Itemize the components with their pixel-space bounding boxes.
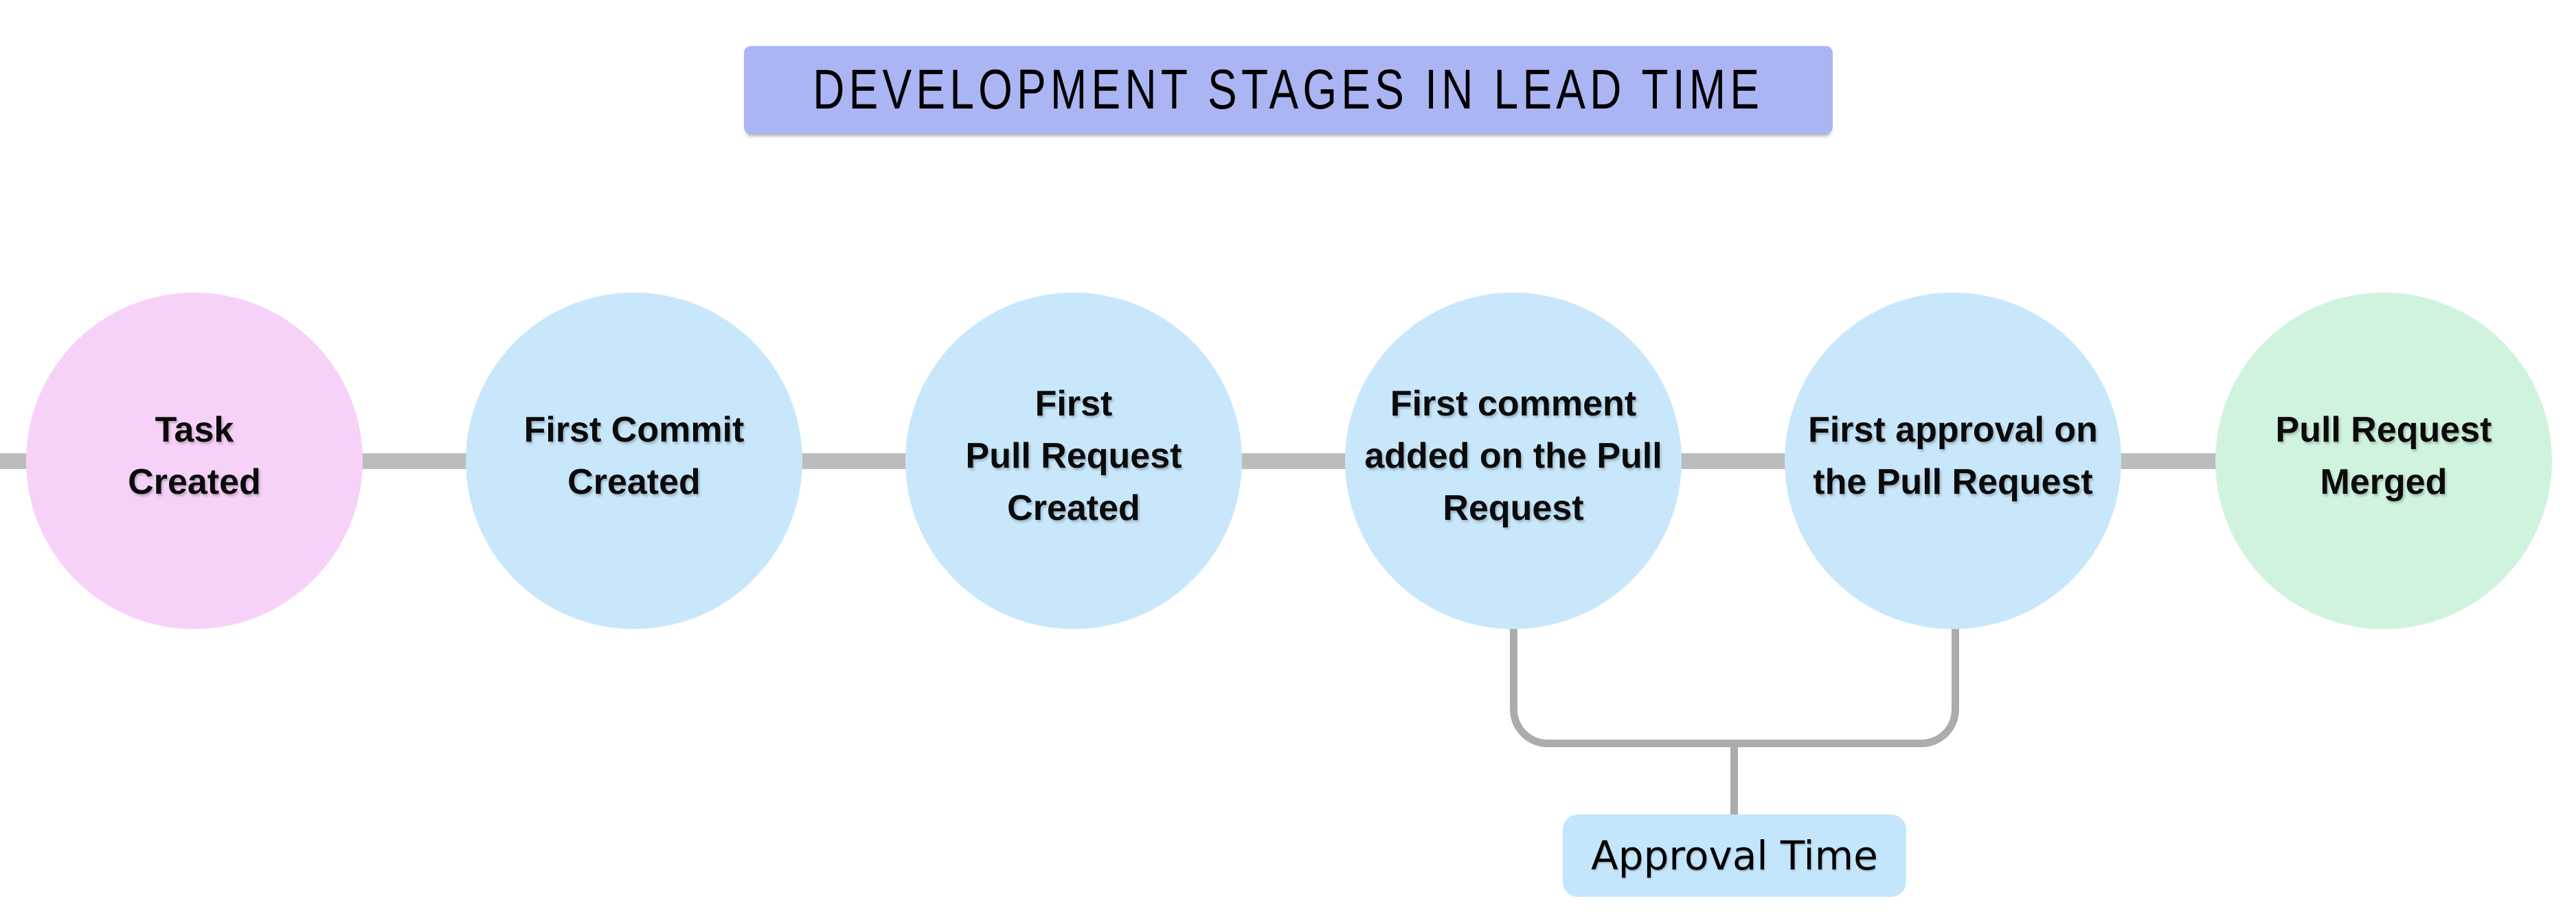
stage-label: Task Created <box>128 410 261 502</box>
stage-label: First Pull Request Created <box>965 384 1182 528</box>
stage-circle-first-approval: First approval on the Pull Request <box>1785 293 2121 629</box>
approval-time-bracket <box>1510 625 1959 747</box>
approval-time-label-box: Approval Time <box>1563 814 1906 897</box>
approval-time-bracket-stem <box>1730 742 1738 816</box>
stage-label: First approval on the Pull Request <box>1808 410 2098 502</box>
stage-label: Pull Request Merged <box>2275 410 2492 502</box>
diagram-title-bar: DEVELOPMENT STAGES IN LEAD TIME <box>744 46 1833 134</box>
stage-circle-task-created: Task Created <box>26 293 363 629</box>
stage-circle-first-comment-added: First comment added on the Pull Request <box>1345 293 1682 629</box>
stage-label: First Commit Created <box>523 410 745 502</box>
stage-label: First comment added on the Pull Request <box>1364 384 1662 528</box>
stage-circle-first-pull-request-created: First Pull Request Created <box>905 293 1242 629</box>
diagram-title: DEVELOPMENT STAGES IN LEAD TIME <box>813 58 1764 121</box>
stage-circle-first-commit-created: First Commit Created <box>466 293 802 629</box>
approval-time-label: Approval Time <box>1591 832 1878 879</box>
stage-circle-pull-request-merged: Pull Request Merged <box>2215 293 2552 629</box>
